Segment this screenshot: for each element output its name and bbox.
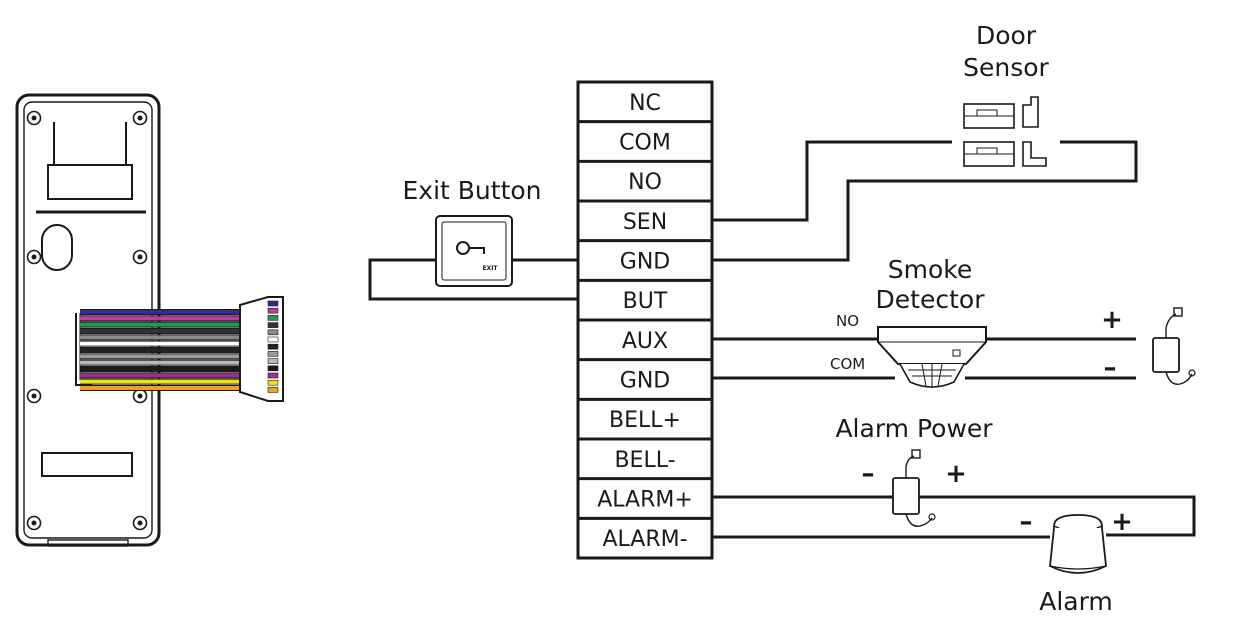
alarm-power-plus-sign: +: [945, 459, 967, 489]
connector-pin: [267, 300, 279, 307]
door-sensor-label-line2: Sensor: [963, 53, 1049, 82]
alarm-minus-sign: –: [1020, 507, 1033, 537]
terminal-gnd: GND: [620, 369, 670, 394]
cable-harness: [80, 309, 240, 391]
smoke-plus-sign: +: [1101, 305, 1123, 335]
connector-pin: [267, 315, 279, 321]
alarm-plus-sign: +: [1111, 507, 1133, 537]
wire-connector: [239, 296, 284, 402]
connector-pin: [267, 351, 279, 357]
terminal-but: BUT: [623, 289, 668, 314]
terminal-bell-minusplus: BELL+: [609, 408, 681, 433]
terminal-com: COM: [619, 131, 671, 156]
screw-icon: [26, 110, 42, 126]
alarm-power-minus-sign: –: [862, 459, 875, 489]
terminal-nc: NC: [629, 91, 661, 116]
connector-pin: [267, 322, 279, 328]
terminal-alarm-minusplus: ALARM+: [597, 488, 693, 513]
terminal-sen: SEN: [623, 210, 667, 235]
connector-pin: [267, 372, 279, 379]
screw-icon: [26, 388, 42, 404]
exit-button-icon: EXIT: [435, 215, 513, 287]
exit-button-wire: [368, 258, 578, 301]
alarm-power-adapter-icon: [892, 449, 936, 527]
terminal-aux: AUX: [622, 329, 668, 354]
smoke-detector-label-line1: Smoke: [888, 255, 973, 284]
screw-icon: [132, 249, 148, 265]
exit-button-mark: EXIT: [482, 265, 498, 272]
terminal-bell-minus: BELL-: [614, 448, 675, 473]
door-sensor-icon: [963, 96, 1047, 167]
alarm-power-label: Alarm Power: [835, 414, 993, 443]
connector-pin: [267, 379, 279, 386]
screw-icon: [132, 110, 148, 126]
alarm-siren-icon: [1049, 514, 1107, 574]
smoke-minus-sign: –: [1104, 353, 1117, 383]
screw-icon: [132, 515, 148, 531]
screw-icon: [26, 249, 42, 265]
connector-pin: [267, 387, 279, 393]
connector-pin: [267, 343, 279, 350]
smoke-detector-label-line2: Detector: [876, 285, 986, 314]
alarm-wire-plus: [712, 495, 1196, 537]
terminal-alarm-minus: ALARM-: [602, 527, 687, 552]
connector-pin: [267, 307, 279, 314]
exit-button-label: Exit Button: [402, 176, 541, 205]
smoke-no-label: NO: [836, 312, 859, 330]
terminal-block: NC COM NO SEN GND BUT AUX GND BELL+ BELL- ALARM+ AL…: [576, 80, 714, 560]
connector-pin: [267, 365, 279, 372]
door-sensor-wire-sen: [712, 140, 952, 222]
connector-pin: [267, 329, 279, 336]
door-sensor-label-line1: Door: [976, 21, 1037, 50]
smoke-detector-icon: [877, 326, 987, 388]
alarm-label: Alarm: [1039, 587, 1113, 616]
door-sensor-wire-gnd: [712, 140, 1138, 262]
connector-pin: [267, 358, 279, 364]
terminal-gnd: GND: [620, 250, 670, 275]
screw-icon: [26, 515, 42, 531]
smoke-power-adapter-icon: [1152, 307, 1196, 385]
connector-pin: [267, 336, 279, 343]
smoke-com-label: COM: [830, 355, 865, 373]
terminal-no: NO: [628, 170, 662, 195]
